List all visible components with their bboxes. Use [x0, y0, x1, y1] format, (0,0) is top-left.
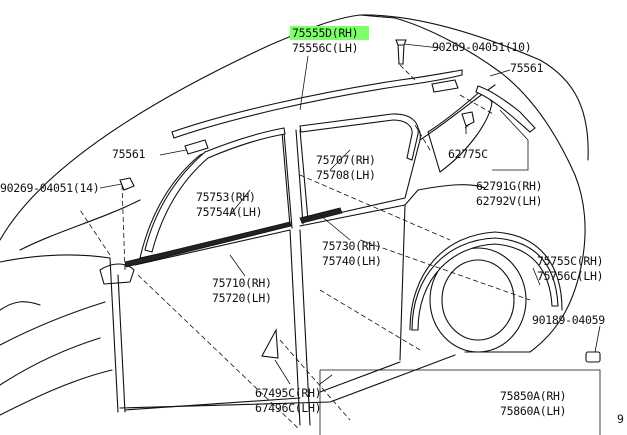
label-quarter-lh: 62792V(LH) [476, 194, 542, 208]
label-rear-belt-rh: 75730(RH) [322, 239, 382, 253]
label-wheel-arch-lh: 75756C(LH) [537, 269, 603, 283]
roof-rack-front-cover [184, 139, 209, 155]
label-front-door-frame-rh: 75753(RH) [196, 190, 256, 204]
front-door-belt-moulding [124, 221, 292, 268]
label-rear-door-frame-rh: 75707(RH) [316, 153, 376, 167]
label-quarter-rh: 62791G(RH) [476, 179, 542, 193]
label-front-belt-lh: 75720(LH) [212, 291, 272, 305]
rear-door-frame-moulding [299, 113, 419, 161]
label-rocker-lh: 75860A(LH) [500, 404, 566, 418]
clip-right-icon [585, 351, 601, 363]
car-body-outline [0, 14, 589, 426]
label-rear-belt-lh: 75740(LH) [322, 254, 382, 268]
roof-rack-rear-cover [431, 79, 459, 93]
label-clip-right: 90189-04059 [532, 313, 605, 327]
reference-lines [79, 64, 531, 431]
label-edge-cutoff: 9 [617, 412, 624, 426]
label-front-belt-rh: 75710(RH) [212, 276, 272, 290]
clip-top-icon [395, 39, 407, 65]
label-clip-quarter: 62775C [448, 147, 488, 161]
rear-wheel-arch-moulding [411, 237, 559, 331]
rear-spoiler-moulding [475, 85, 536, 133]
label-garnish-lh: 67496C(LH) [255, 401, 321, 415]
front-garnish [261, 328, 279, 359]
label-cover-rear-right: 75561 [510, 61, 543, 75]
clip-quarter-icon [461, 111, 475, 134]
leader-lines [99, 43, 601, 435]
label-garnish-rh: 67495C(RH) [255, 386, 321, 400]
label-front-door-frame-lh: 75754A(LH) [196, 205, 262, 219]
label-rear-door-frame-lh: 75708(LH) [316, 168, 376, 182]
clip-left-icon [119, 177, 135, 191]
label-roof-rack-lh: 75556C(LH) [292, 41, 358, 55]
label-clip-top: 90269-04051(10) [432, 40, 531, 54]
label-cover-front-left: 75561 [112, 147, 145, 161]
highlight-box [290, 26, 369, 40]
roof-rack-rail [171, 69, 463, 139]
label-roof-rack-rh: 75555D(RH) [292, 26, 358, 40]
label-clip-left: 90269-04051(14) [0, 181, 99, 195]
front-door-frame-moulding [144, 127, 286, 253]
label-wheel-arch-rh: 75755C(RH) [537, 254, 603, 268]
label-rocker-rh: 75850A(RH) [500, 389, 566, 403]
